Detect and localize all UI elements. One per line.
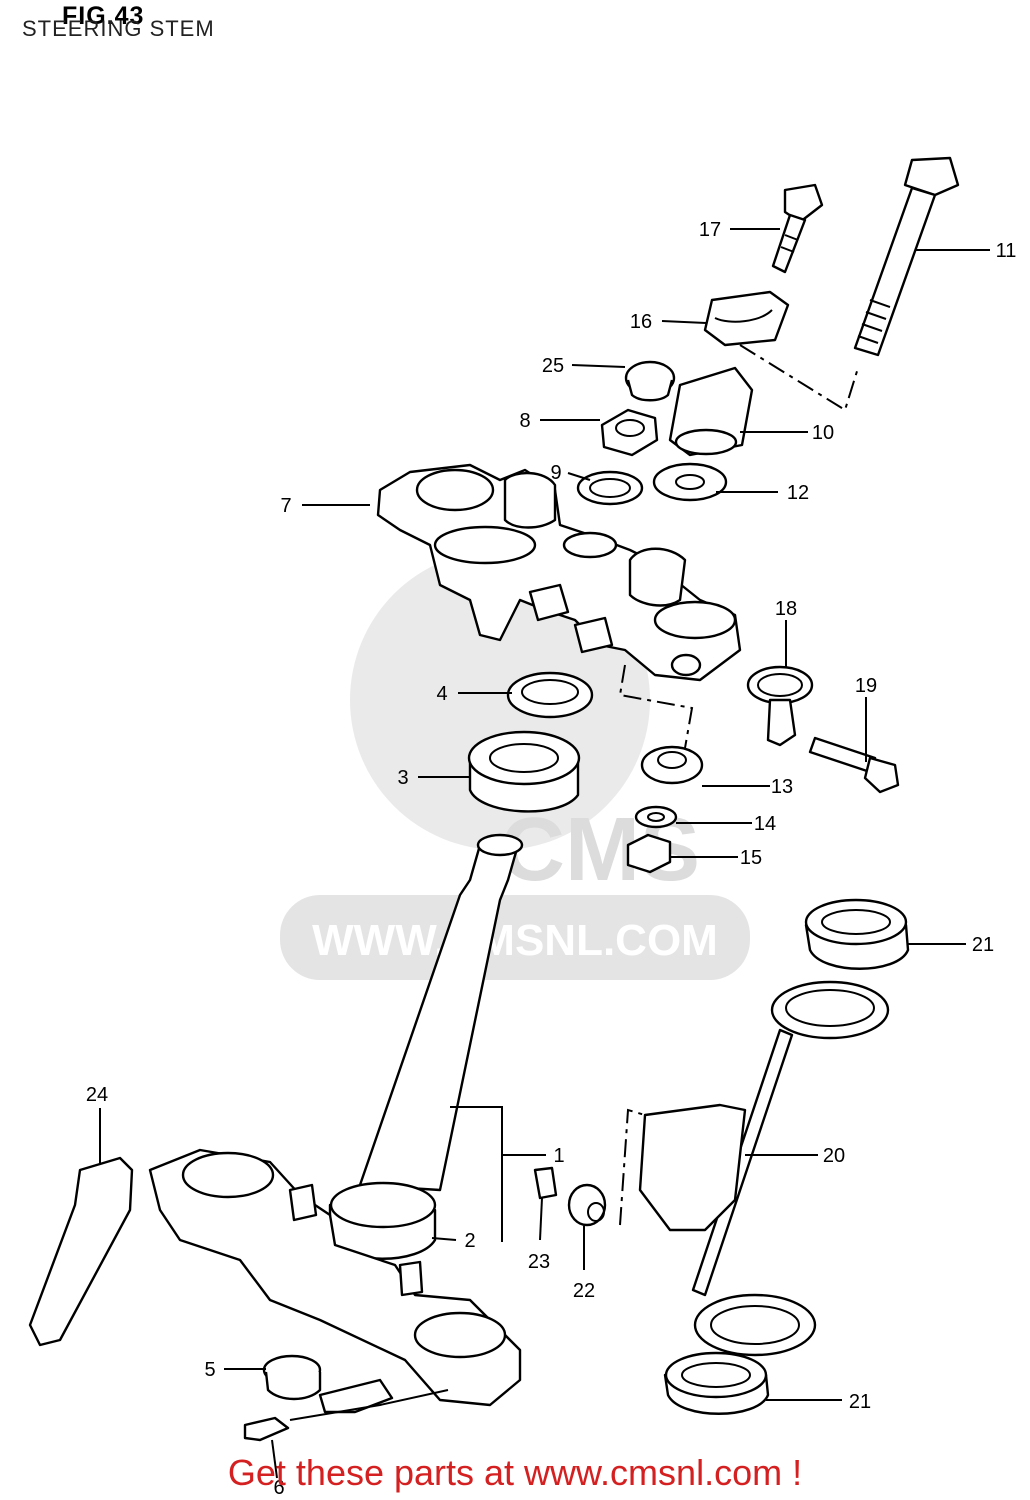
callout-9: 9 xyxy=(550,462,561,484)
callout-3: 3 xyxy=(397,767,408,789)
part-5-cap xyxy=(262,1354,322,1401)
callout-6: 6 xyxy=(273,1477,284,1499)
part-17-bolt xyxy=(771,183,824,274)
callout-10: 10 xyxy=(812,422,834,444)
part-10-holder xyxy=(668,366,754,457)
part-6-bolt xyxy=(243,1416,290,1442)
part-14-washer xyxy=(634,805,678,829)
part-22-grommet xyxy=(567,1183,607,1227)
part-12-cushion xyxy=(652,462,728,502)
callout-5: 5 xyxy=(204,1359,215,1381)
callout-23: 23 xyxy=(528,1251,550,1273)
leader-lines xyxy=(99,228,990,1479)
part-25-cap xyxy=(624,360,676,402)
figure-subtitle: STEERING STEM xyxy=(22,16,215,41)
lower-plate xyxy=(318,1378,394,1414)
part-4-lock-nut xyxy=(506,671,594,719)
callout-18: 18 xyxy=(775,598,797,620)
part-1-steering-stem xyxy=(358,833,524,1192)
callout-15: 15 xyxy=(740,847,762,869)
part-8-nut xyxy=(600,408,659,457)
part-11-long-bolt xyxy=(853,156,960,357)
part-24-bracket xyxy=(28,1156,134,1347)
callout-4: 4 xyxy=(436,683,447,705)
callout-7: 7 xyxy=(280,495,291,517)
part-7-upper-bracket xyxy=(376,463,742,682)
callout-8: 8 xyxy=(519,410,530,432)
callout-2: 2 xyxy=(464,1230,475,1252)
callout-21-upper: 21 xyxy=(972,934,994,956)
footer-link-text[interactable]: Get these parts at www.cmsnl.com ! xyxy=(227,1452,803,1493)
part-20-stay xyxy=(638,980,890,1357)
part-15-nut xyxy=(626,833,672,874)
part-13-cushion xyxy=(640,745,704,785)
cms-watermark: WWW.CMSNL.COM CMS xyxy=(280,550,750,980)
part-9-washer xyxy=(576,470,644,506)
callout-19: 19 xyxy=(855,675,877,697)
callout-25: 25 xyxy=(542,355,564,377)
part-2-bearing xyxy=(328,1181,437,1260)
part-callouts: 7 8 9 25 16 17 11 10 12 18 19 4 3 13 14 … xyxy=(86,219,1017,1499)
callout-22: 22 xyxy=(573,1280,595,1302)
part-16-clamp xyxy=(703,290,790,347)
callout-11: 11 xyxy=(996,240,1017,262)
part-18-clamp xyxy=(746,665,814,747)
figure-title: FIG.43 xyxy=(62,2,145,30)
part-3-bearing xyxy=(467,730,581,813)
callout-21-lower: 21 xyxy=(849,1391,871,1413)
part-19-bolt xyxy=(808,736,900,794)
callout-12: 12 xyxy=(787,482,809,504)
callout-13: 13 xyxy=(771,776,793,798)
callout-24: 24 xyxy=(86,1084,108,1106)
watermark-text: WWW.CMSNL.COM xyxy=(312,916,718,965)
callout-16: 16 xyxy=(630,311,652,333)
callout-17: 17 xyxy=(699,219,721,241)
part-21-ring-upper xyxy=(804,898,910,970)
callout-14: 14 xyxy=(754,813,776,835)
callout-20: 20 xyxy=(823,1145,845,1167)
lower-bracket xyxy=(148,1148,522,1407)
part-23-collar xyxy=(533,1166,558,1200)
callout-1: 1 xyxy=(553,1145,564,1167)
part-21-ring-lower xyxy=(663,1351,770,1415)
